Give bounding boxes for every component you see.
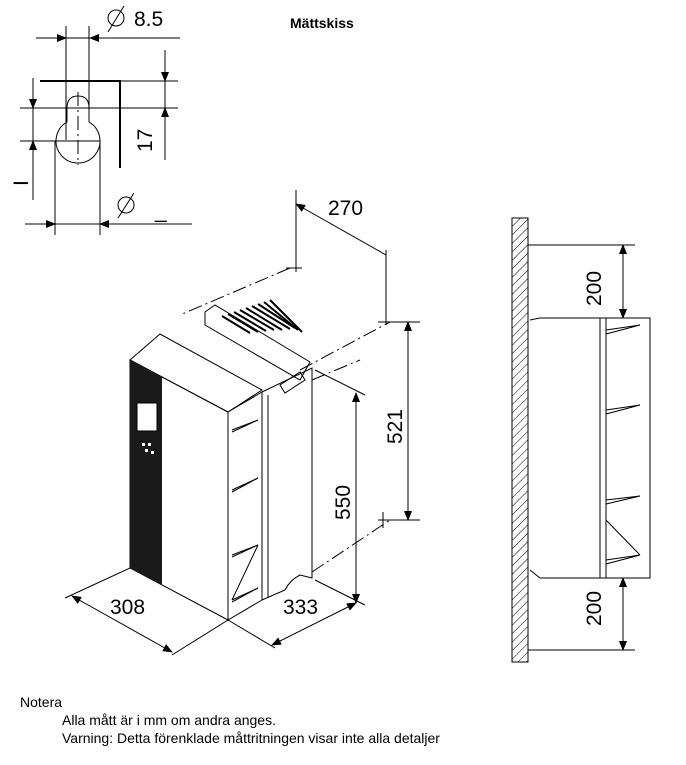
side-view: 200 200 xyxy=(511,217,651,663)
width-label: 308 xyxy=(110,596,145,619)
hole-diameter-label: 8.5 xyxy=(134,8,163,31)
depth-offset-label: 270 xyxy=(328,197,363,220)
dimension-drawing: Mättskiss 8.5 17 I _ xyxy=(10,5,651,663)
keyhole-detail: 8.5 17 I _ xyxy=(10,5,192,235)
clearance-bottom-label: 200 xyxy=(583,591,606,626)
clearance-top-label: 200 xyxy=(583,271,606,306)
height-label: 550 xyxy=(332,485,355,520)
bottom-diameter-label: _ xyxy=(154,200,167,223)
drawing-title: Mättskiss xyxy=(290,15,354,31)
notes-line-1: Alla mått är i mm om andra anges. xyxy=(62,712,276,728)
notes-heading: Notera xyxy=(20,694,63,710)
isometric-view: 270 521 550 308 333 xyxy=(64,190,420,656)
depth-label: 333 xyxy=(283,596,318,619)
notes-section: Notera Alla mått är i mm om andra anges.… xyxy=(20,693,440,747)
vertical-offset-label: 17 xyxy=(134,129,157,152)
notes-line-2: Varning: Detta förenklade måttritningen … xyxy=(62,730,440,746)
mount-height-label: 521 xyxy=(384,409,407,444)
left-dim-label: I xyxy=(10,180,33,186)
